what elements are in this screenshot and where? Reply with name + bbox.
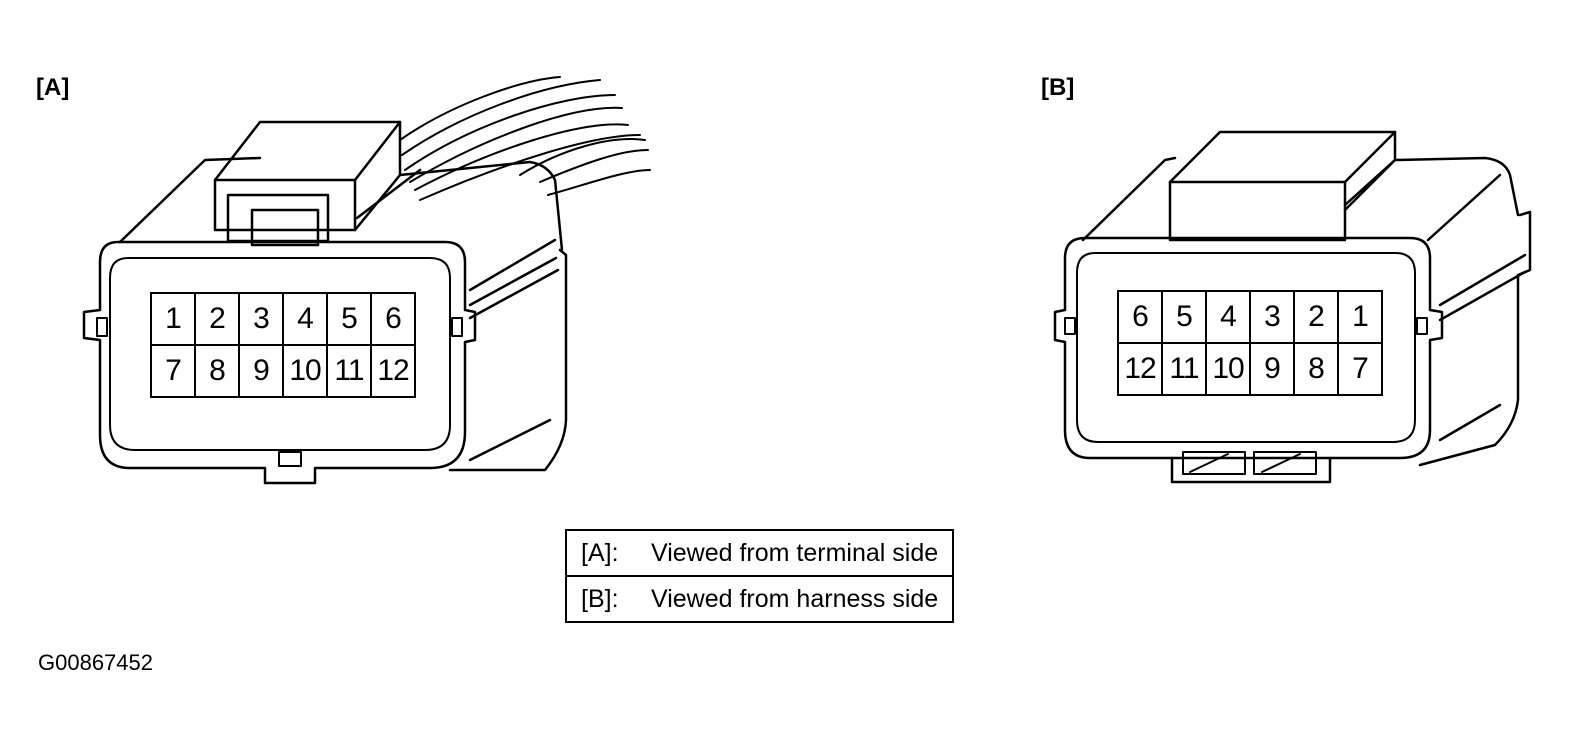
pin-cell: 10	[284, 346, 328, 398]
pin-cell: 12	[1119, 344, 1163, 396]
pin-cell: 10	[1207, 344, 1251, 396]
figure-id: G00867452	[38, 650, 153, 675]
pin-cell: 8	[1295, 344, 1339, 396]
pin-cell: 2	[196, 294, 240, 346]
pin-cell: 9	[240, 346, 284, 398]
legend-key: [A]:	[581, 538, 619, 567]
pin-cell: 5	[1163, 292, 1207, 344]
connector-a-drawing	[82, 76, 651, 485]
legend-row: [B]: Viewed from harness side	[564, 575, 955, 623]
legend-key: [B]:	[581, 584, 619, 613]
pin-cell: 6	[1119, 292, 1163, 344]
pin-cell: 8	[196, 346, 240, 398]
legend-text: Viewed from terminal side	[651, 538, 939, 567]
connector-b-pin-grid: 6 5 4 3 2 1 12 11 10 9 8 7	[1117, 290, 1383, 396]
pin-cell: 3	[240, 294, 284, 346]
legend-table: [A]: Viewed from terminal side [B]: View…	[564, 529, 955, 623]
pin-cell: 3	[1251, 292, 1295, 344]
pin-cell: 4	[1207, 292, 1251, 344]
label-a: [A]	[36, 74, 70, 101]
pin-cell: 1	[152, 294, 196, 346]
pin-cell: 11	[328, 346, 372, 398]
legend-row: [A]: Viewed from terminal side	[564, 529, 955, 577]
connector-b-drawing	[1053, 130, 1532, 484]
pin-cell: 9	[1251, 344, 1295, 396]
pin-cell: 11	[1163, 344, 1207, 396]
connector-a-pin-grid: 1 2 3 4 5 6 7 8 9 10 11 12	[150, 292, 416, 398]
pin-cell: 2	[1295, 292, 1339, 344]
legend-text: Viewed from harness side	[651, 584, 939, 613]
connector-a-wires	[399, 76, 651, 201]
pin-cell: 4	[284, 294, 328, 346]
pin-cell: 1	[1339, 292, 1383, 344]
pin-cell: 6	[372, 294, 416, 346]
pin-cell: 5	[328, 294, 372, 346]
pin-cell: 12	[372, 346, 416, 398]
pin-cell: 7	[152, 346, 196, 398]
label-b: [B]	[1041, 74, 1075, 101]
pin-cell: 7	[1339, 344, 1383, 396]
